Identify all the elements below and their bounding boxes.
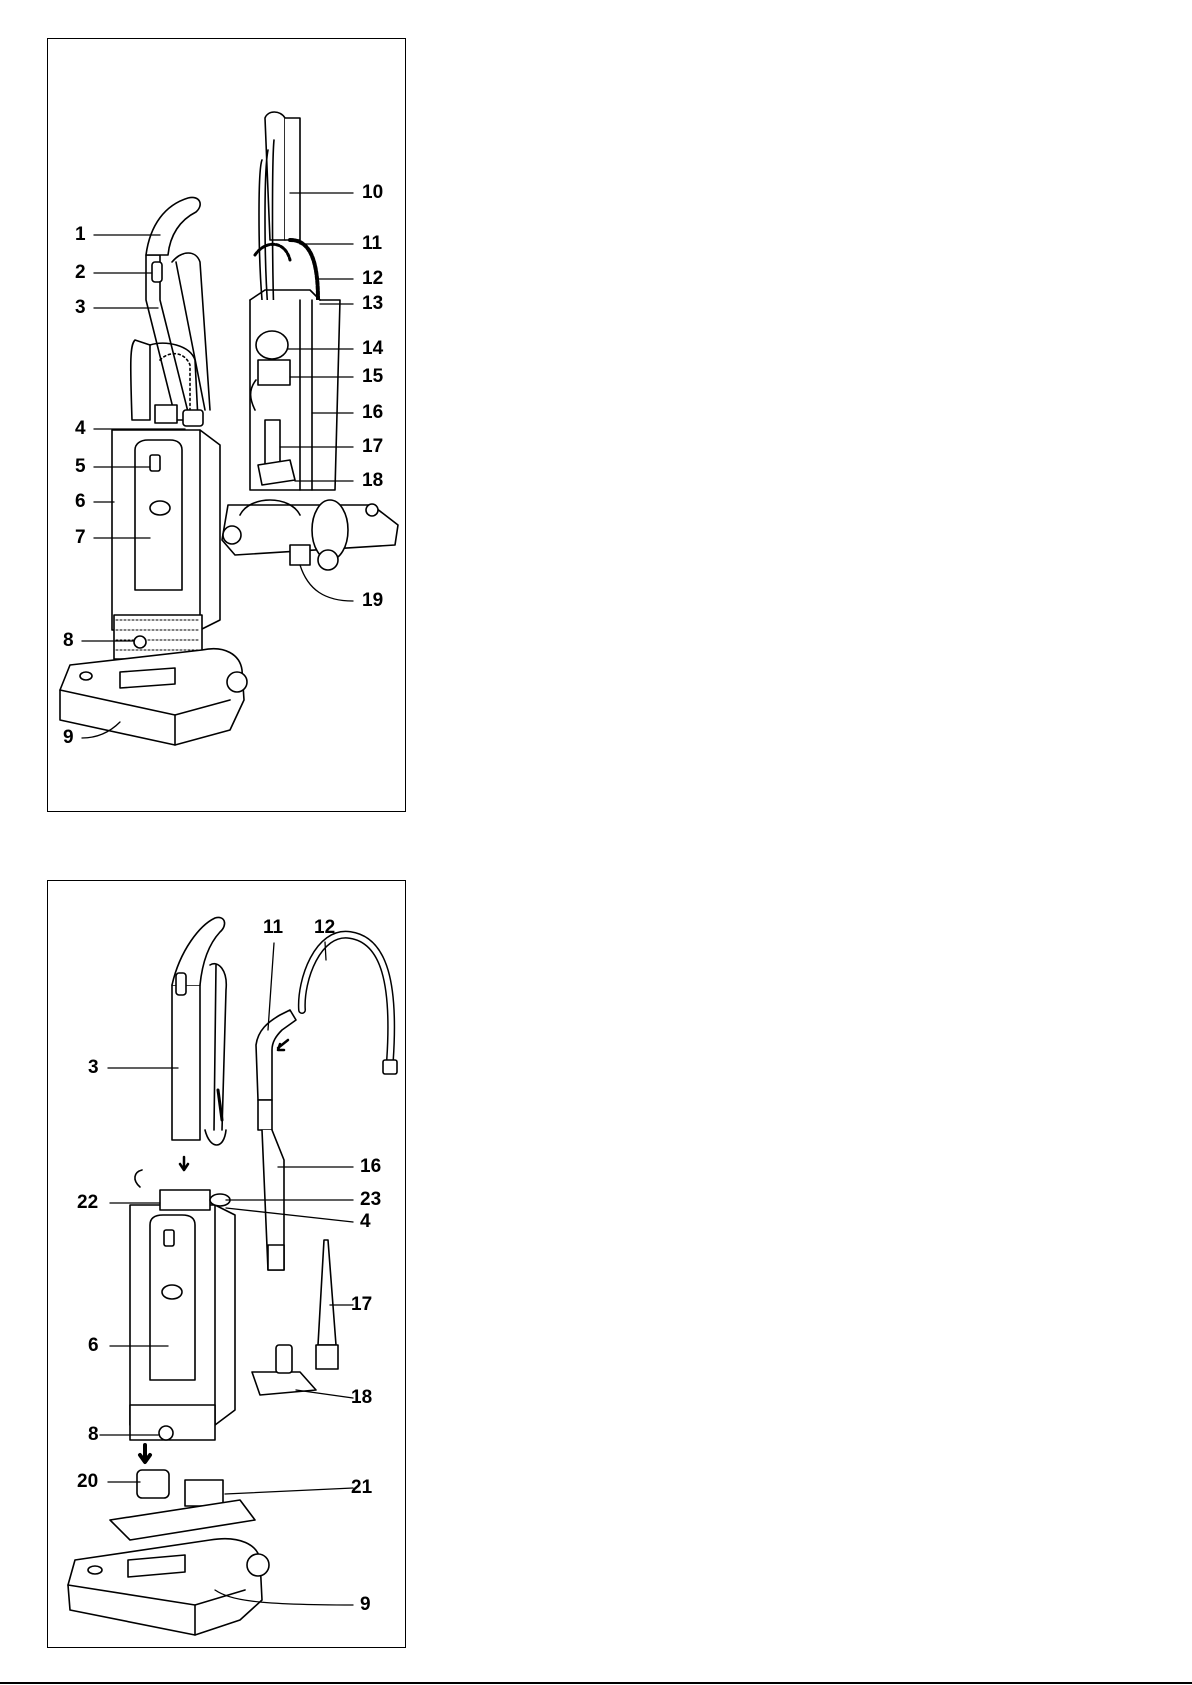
callout-label: 22: [77, 1192, 98, 1214]
callout-label: 6: [75, 491, 86, 513]
callout-label: 2: [75, 262, 86, 284]
callout-label: 1: [75, 224, 86, 246]
callout-label: 20: [77, 1471, 98, 1493]
callout-label: 11: [362, 233, 382, 255]
callout-label: 9: [63, 727, 74, 749]
callout-label: 8: [63, 630, 74, 652]
callout-label: 3: [88, 1057, 99, 1079]
callout-label: 12: [314, 917, 335, 939]
callout-label: 6: [88, 1335, 99, 1357]
callout-label: 16: [360, 1156, 381, 1178]
callout-label: 17: [351, 1294, 372, 1316]
callout-label: 18: [362, 470, 383, 492]
callout-label: 17: [362, 436, 383, 458]
callout-label: 21: [351, 1477, 372, 1499]
callout-label: 16: [362, 402, 383, 424]
callout-label: 8: [88, 1424, 99, 1446]
callout-label: 9: [360, 1594, 371, 1616]
callout-label: 11: [263, 917, 283, 939]
vacuum-exploded-view: [68, 917, 397, 1635]
callout-label: 4: [75, 418, 86, 440]
callout-label: 4: [360, 1211, 371, 1233]
callout-label: 12: [362, 268, 383, 290]
callout-label: 14: [362, 338, 383, 360]
footer-rule: [0, 1682, 1192, 1684]
callout-label: 13: [362, 293, 383, 315]
callout-label: 23: [360, 1189, 381, 1211]
callout-label: 18: [351, 1387, 372, 1409]
callout-label: 15: [362, 366, 383, 388]
callout-label: 7: [75, 527, 86, 549]
callout-label: 19: [362, 590, 383, 612]
vacuum-front-view: [60, 197, 247, 745]
callout-label: 3: [75, 297, 86, 319]
callout-label: 5: [75, 456, 86, 478]
callout-label: 10: [362, 182, 383, 204]
